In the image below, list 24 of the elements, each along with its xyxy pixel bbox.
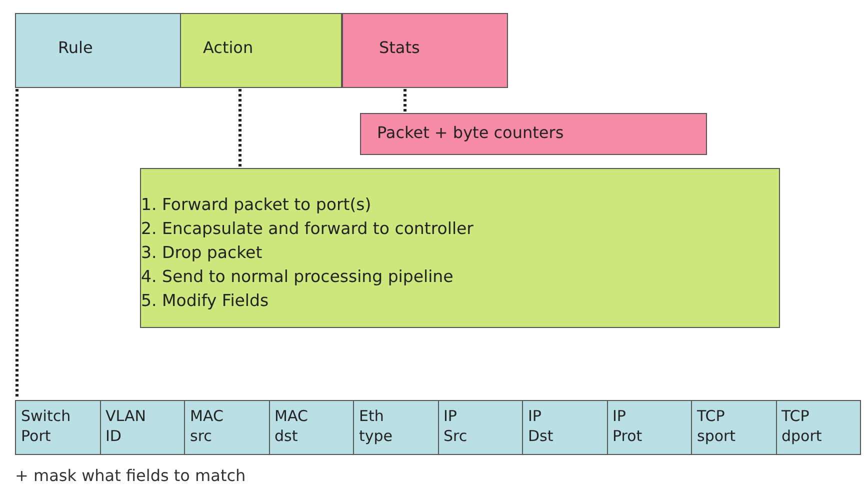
note-text: + mask what fields to match [15,466,246,485]
match-field-cell: Switch Port [15,400,100,455]
list-item: 4. Send to normal processing pipeline [141,266,454,288]
match-field-cell: TCP sport [691,400,776,455]
list-item: 2. Encapsulate and forward to controller [141,218,474,240]
match-field-cell: IP Src [438,400,523,455]
list-item: 5. Modify Fields [141,290,270,312]
dotted-connector [238,89,242,167]
match-field-cell: IP Dst [522,400,608,455]
rule-header-box: Rule [15,13,181,88]
dotted-connector [16,89,18,399]
list-item: 1. Forward packet to port(s) [141,194,372,216]
match-field-cell: TCP dport [776,400,861,455]
match-field-cell: Eth type [353,400,438,455]
list-item: 3. Drop packet [141,242,264,264]
stats-header-box: Stats [342,13,508,88]
match-field-cell: IP Prot [606,400,692,455]
actions-list-box [140,168,780,328]
action-header-box: Action [180,13,342,88]
counters-box: Packet + byte counters [360,113,707,155]
dotted-connector [404,89,406,112]
match-field-cell: MAC dst [268,400,354,455]
match-field-cell: MAC src [184,400,270,455]
match-field-cell: VLAN ID [100,400,185,455]
